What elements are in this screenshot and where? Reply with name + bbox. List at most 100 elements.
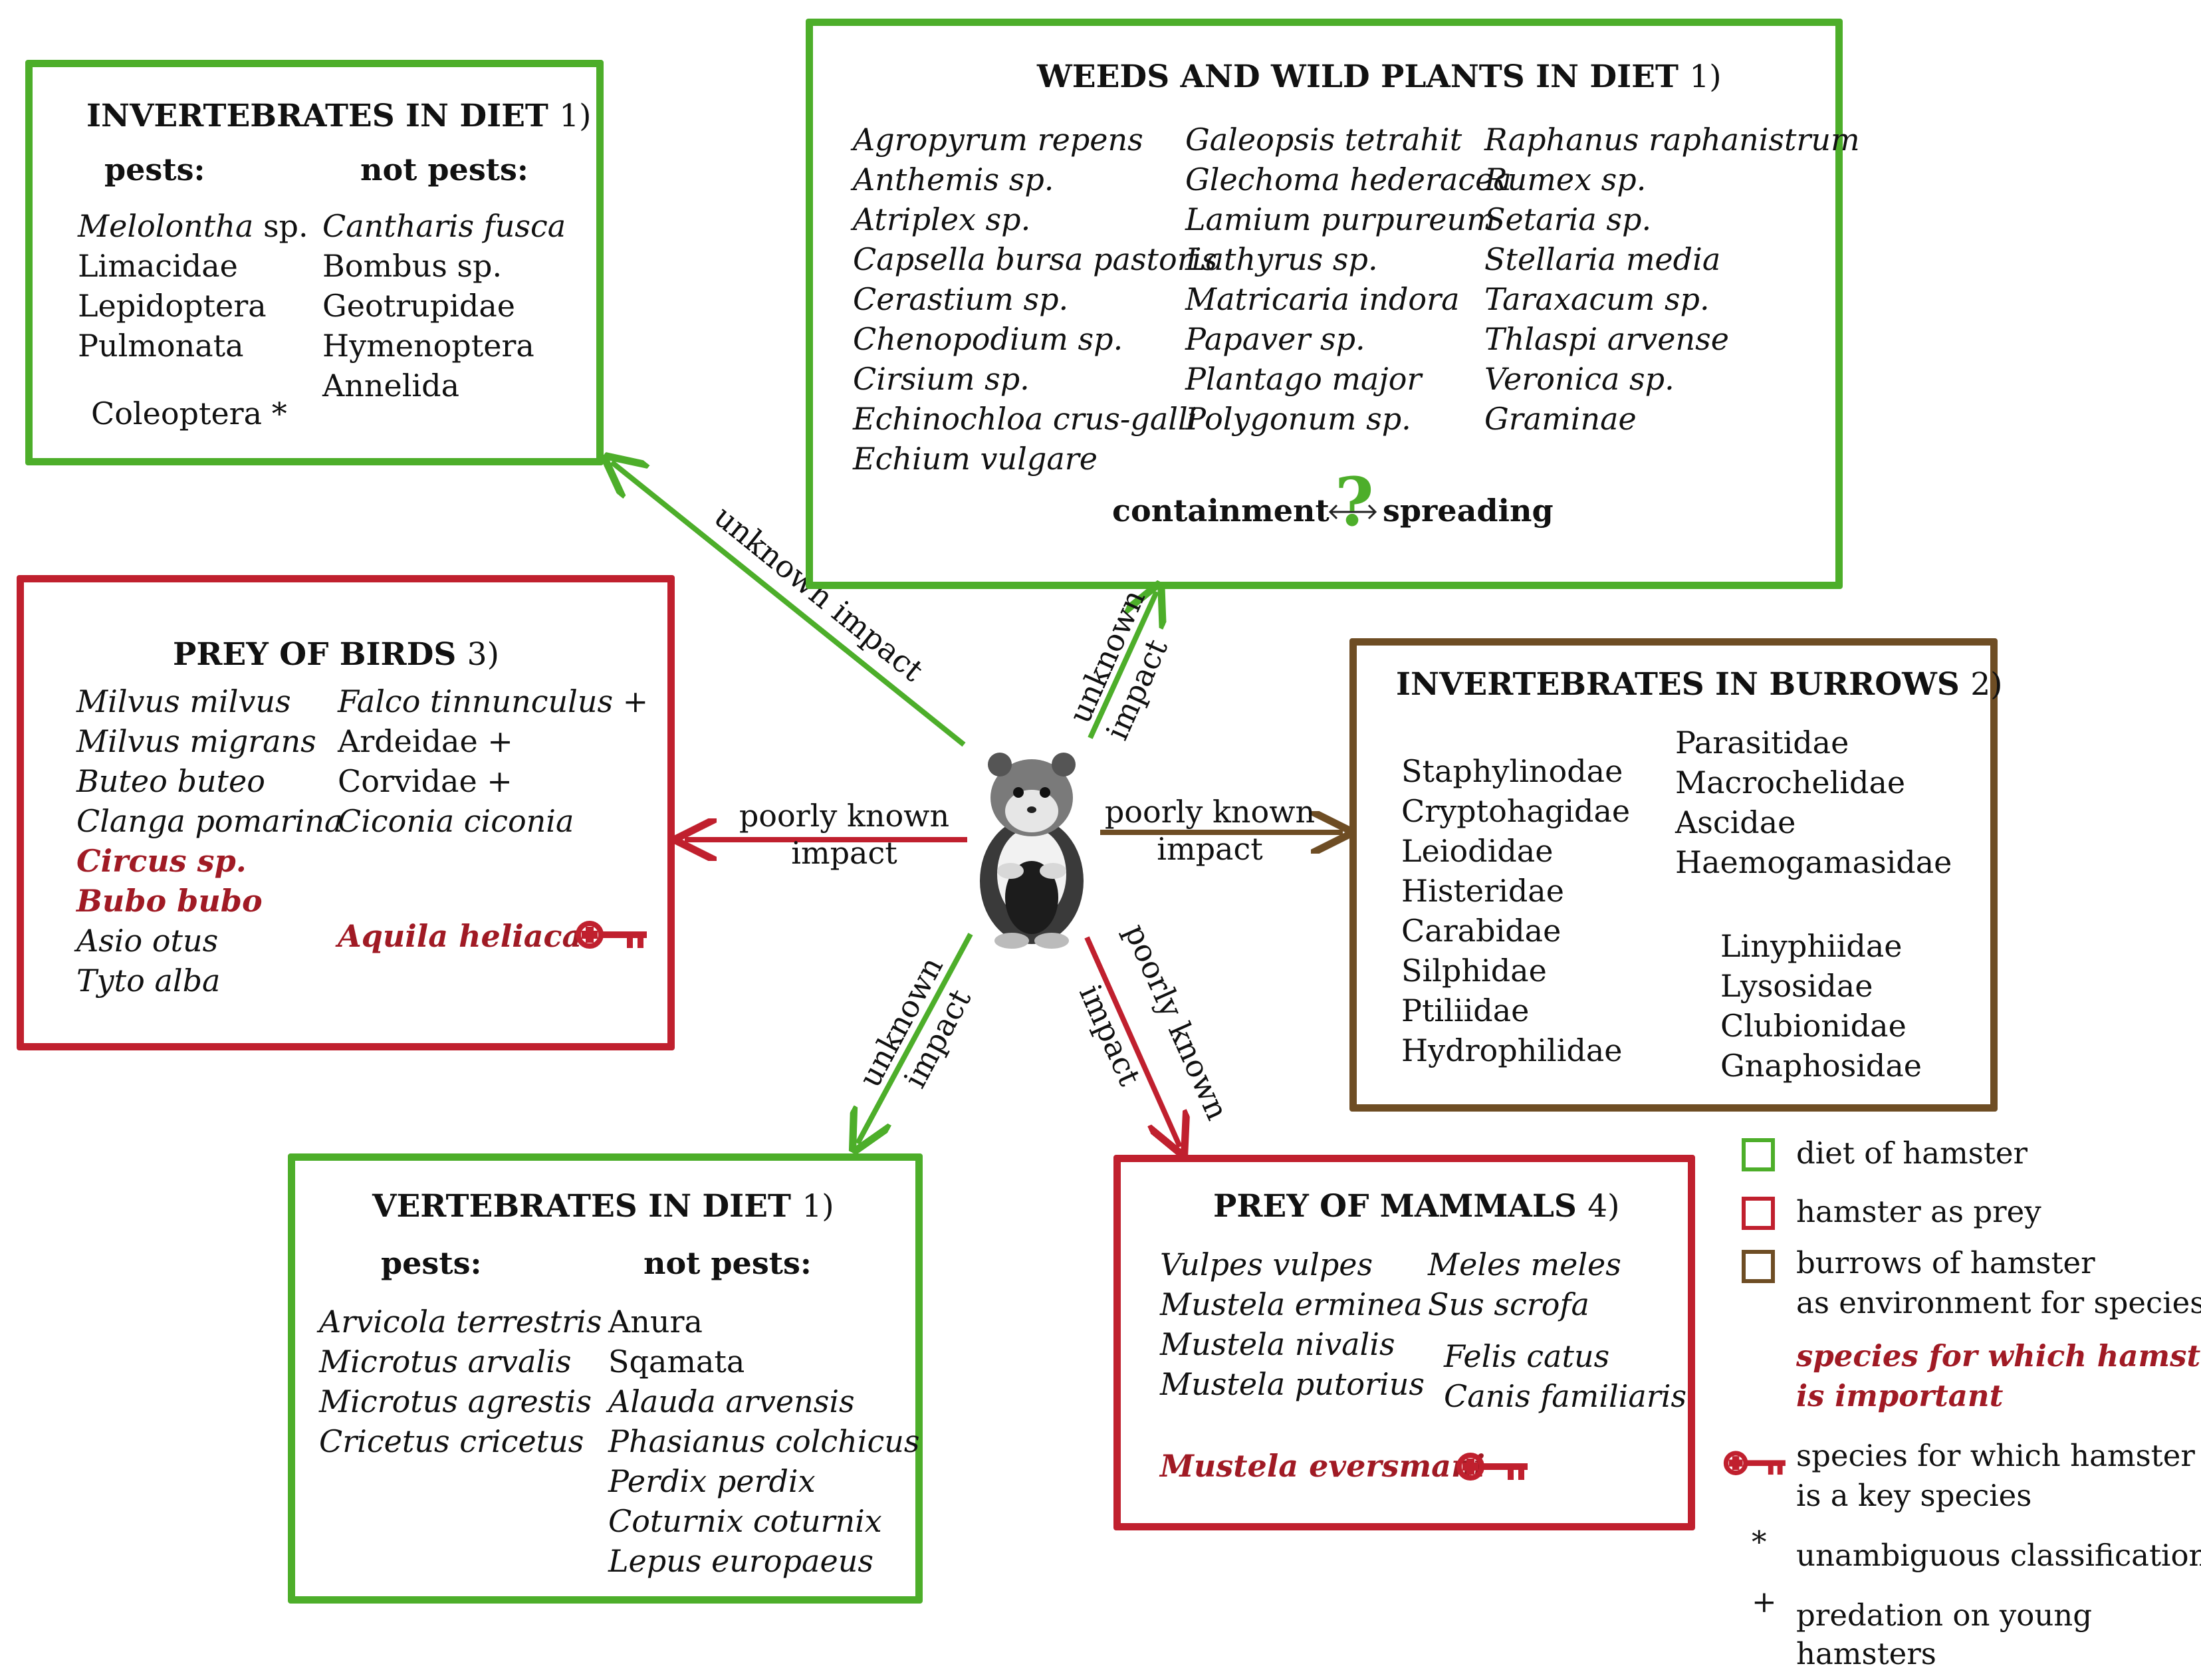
list-item: Macrochelidae <box>1675 765 1906 800</box>
list-item: Carabidae <box>1401 913 1562 949</box>
list-item: Linyphiidae <box>1720 928 1903 964</box>
list-item: Veronica sp. <box>1484 361 1675 397</box>
list-item: Microtus agrestis <box>319 1383 592 1419</box>
list-item: Sus scrofa <box>1428 1286 1589 1322</box>
vertebrates-pests-list: Arvicola terrestris Microtus arvalis Mic… <box>319 1302 602 1461</box>
list-item: Melolontha sp. <box>78 208 308 244</box>
list-item: Meles meles <box>1428 1247 1621 1282</box>
containment-label: containment <box>1112 493 1330 529</box>
burrows-column-1: Staphylinodae Cryptohagidae Leiodidae Hi… <box>1401 751 1630 1070</box>
list-item: Echinochloa crus-galli <box>853 401 1198 437</box>
legend-green-swatch <box>1742 1138 1775 1171</box>
invertebrates-notpests-list: Cantharis fusca Bombus sp. Geotrupidae H… <box>322 206 566 406</box>
vertebrates-pests-label: pests: <box>381 1245 482 1281</box>
invertebrates-pests-list: Melolontha sp. Limacidae Lepidoptera Pul… <box>78 206 308 366</box>
list-item: Rumex sp. <box>1484 162 1647 197</box>
prey-of-birds-box <box>17 575 675 1050</box>
list-item: Mustela putorius <box>1160 1366 1425 1402</box>
list-item: Annelida <box>322 368 459 404</box>
legend-burrows-label: burrows of hamster <box>1796 1245 2095 1280</box>
list-item: Asio otus <box>76 923 219 959</box>
list-item: Anthemis sp. <box>853 162 1054 197</box>
list-item: Staphylinodae <box>1401 753 1623 789</box>
legend-star-label: unambiguous classification <box>1796 1538 2201 1573</box>
legend-brown-swatch <box>1742 1250 1775 1283</box>
legend-plus-symbol: + <box>1752 1584 1777 1620</box>
arrow-to-vertebrates <box>858 933 973 1143</box>
vertebrates-notpests-label: not pests: <box>643 1245 812 1281</box>
invertebrates-burrows-title: INVERTEBRATES IN BURROWS 2) <box>1396 666 2003 703</box>
list-item: Matricaria indora <box>1185 281 1460 317</box>
list-item: Felis catus <box>1444 1338 1610 1374</box>
list-item: Limacidae <box>78 248 238 284</box>
list-item: Thlaspi arvense <box>1484 321 1729 357</box>
list-item: Cerastium sp. <box>853 281 1069 317</box>
coleoptera-note: Coleoptera * <box>91 396 287 431</box>
list-item: Galeopsis tetrahit <box>1185 122 1462 158</box>
invertebrates-diet-box <box>25 60 604 465</box>
list-item: Milvus milvus <box>76 683 291 719</box>
list-item: Stellaria media <box>1484 241 1721 277</box>
invertebrates-notpests-label: not pests: <box>360 152 528 187</box>
weeds-column-2: Galeopsis tetrahit Glechoma hederacea La… <box>1185 120 1512 439</box>
list-item: Taraxacum sp. <box>1484 281 1710 317</box>
list-item: Canis familiaris <box>1444 1378 1687 1414</box>
legend-key-label-2: is a key species <box>1796 1478 2032 1513</box>
list-item: Glechoma hederacea <box>1185 162 1512 197</box>
list-item: Papaver sp. <box>1185 321 1365 357</box>
list-item: Haemogamasidae <box>1675 844 1952 880</box>
arrow-to-weeds <box>1088 592 1157 739</box>
list-item: Histeridae <box>1401 873 1564 909</box>
legend-diet-label: diet of hamster <box>1796 1136 2028 1171</box>
invertebrates-burrows-box <box>1349 638 1998 1112</box>
list-item: Plantago major <box>1185 361 1422 397</box>
list-item: Ciconia ciconia <box>338 803 574 839</box>
list-item: Lepidoptera <box>78 288 267 324</box>
key-species-aquila: Aquila heliaca <box>338 918 582 954</box>
list-item: Anura <box>608 1304 703 1340</box>
list-item: Lysosidae <box>1720 968 1873 1004</box>
question-mark-icon: ? <box>1335 463 1374 541</box>
list-item: Falco tinnunculus + <box>338 683 649 719</box>
list-item: Polygonum sp. <box>1185 401 1411 437</box>
legend-key-label: species for which hamster <box>1796 1438 2195 1473</box>
mammals-column-1: Vulpes vulpes Mustela erminea Mustela ni… <box>1160 1245 1425 1404</box>
list-item: Ptiliidae <box>1401 993 1530 1028</box>
key-icon <box>1456 1449 1532 1486</box>
list-item: Buteo buteo <box>76 763 265 799</box>
list-item: Echium vulgare <box>853 441 1098 477</box>
key-species-mustela: Mustela eversmani <box>1160 1448 1485 1484</box>
list-item: Alauda arvensis <box>608 1383 855 1419</box>
legend-important-label: species for which hamster <box>1796 1338 2201 1374</box>
list-item: Ascidae <box>1675 804 1796 840</box>
legend-important-label-2: is important <box>1796 1378 2004 1413</box>
list-item: Coturnix coturnix <box>608 1503 882 1539</box>
list-item: Cantharis fusca <box>322 208 566 244</box>
burrows-column-3: Linyphiidae Lysosidae Clubionidae Gnapho… <box>1720 926 1922 1086</box>
invertebrates-pests-label: pests: <box>104 152 205 187</box>
list-item: Agropyrum repens <box>853 122 1143 158</box>
legend-plus-label: predation on young <box>1796 1598 2093 1633</box>
label-impact-w: impact <box>791 835 897 871</box>
birds-column-2: Falco tinnunculus + Ardeidae + Corvidae … <box>338 681 648 841</box>
weeds-title: WEEDS AND WILD PLANTS IN DIET 1) <box>1037 59 1722 95</box>
list-item: Mustela erminea <box>1160 1286 1423 1322</box>
containment-spreading-arrow-icon <box>1326 495 1379 529</box>
list-item: Cirsium sp. <box>853 361 1030 397</box>
list-item: Ardeidae + <box>338 723 513 759</box>
list-item: Lamium purpureum <box>1185 201 1496 237</box>
list-item: Gnaphosidae <box>1720 1048 1922 1084</box>
list-item: Capsella bursa pastoris <box>853 241 1218 277</box>
list-item: Atriplex sp. <box>853 201 1031 237</box>
list-item: Milvus migrans <box>76 723 316 759</box>
prey-of-mammals-title: PREY OF MAMMALS 4) <box>1213 1188 1620 1225</box>
list-item: Mustela nivalis <box>1160 1326 1395 1362</box>
list-item: Geotrupidae <box>322 288 516 324</box>
list-item: Silphidae <box>1401 953 1547 989</box>
legend-plus-label-2: hamsters <box>1796 1636 1936 1671</box>
birds-column-1: Milvus milvus Milvus migrans Buteo buteo… <box>76 681 342 1001</box>
mammals-column-2a: Meles meles Sus scrofa <box>1428 1245 1621 1324</box>
legend-burrows-label-2: as environment for species <box>1796 1285 2201 1320</box>
list-item: Setaria sp. <box>1484 201 1652 237</box>
list-item: Perdix perdix <box>608 1463 816 1499</box>
